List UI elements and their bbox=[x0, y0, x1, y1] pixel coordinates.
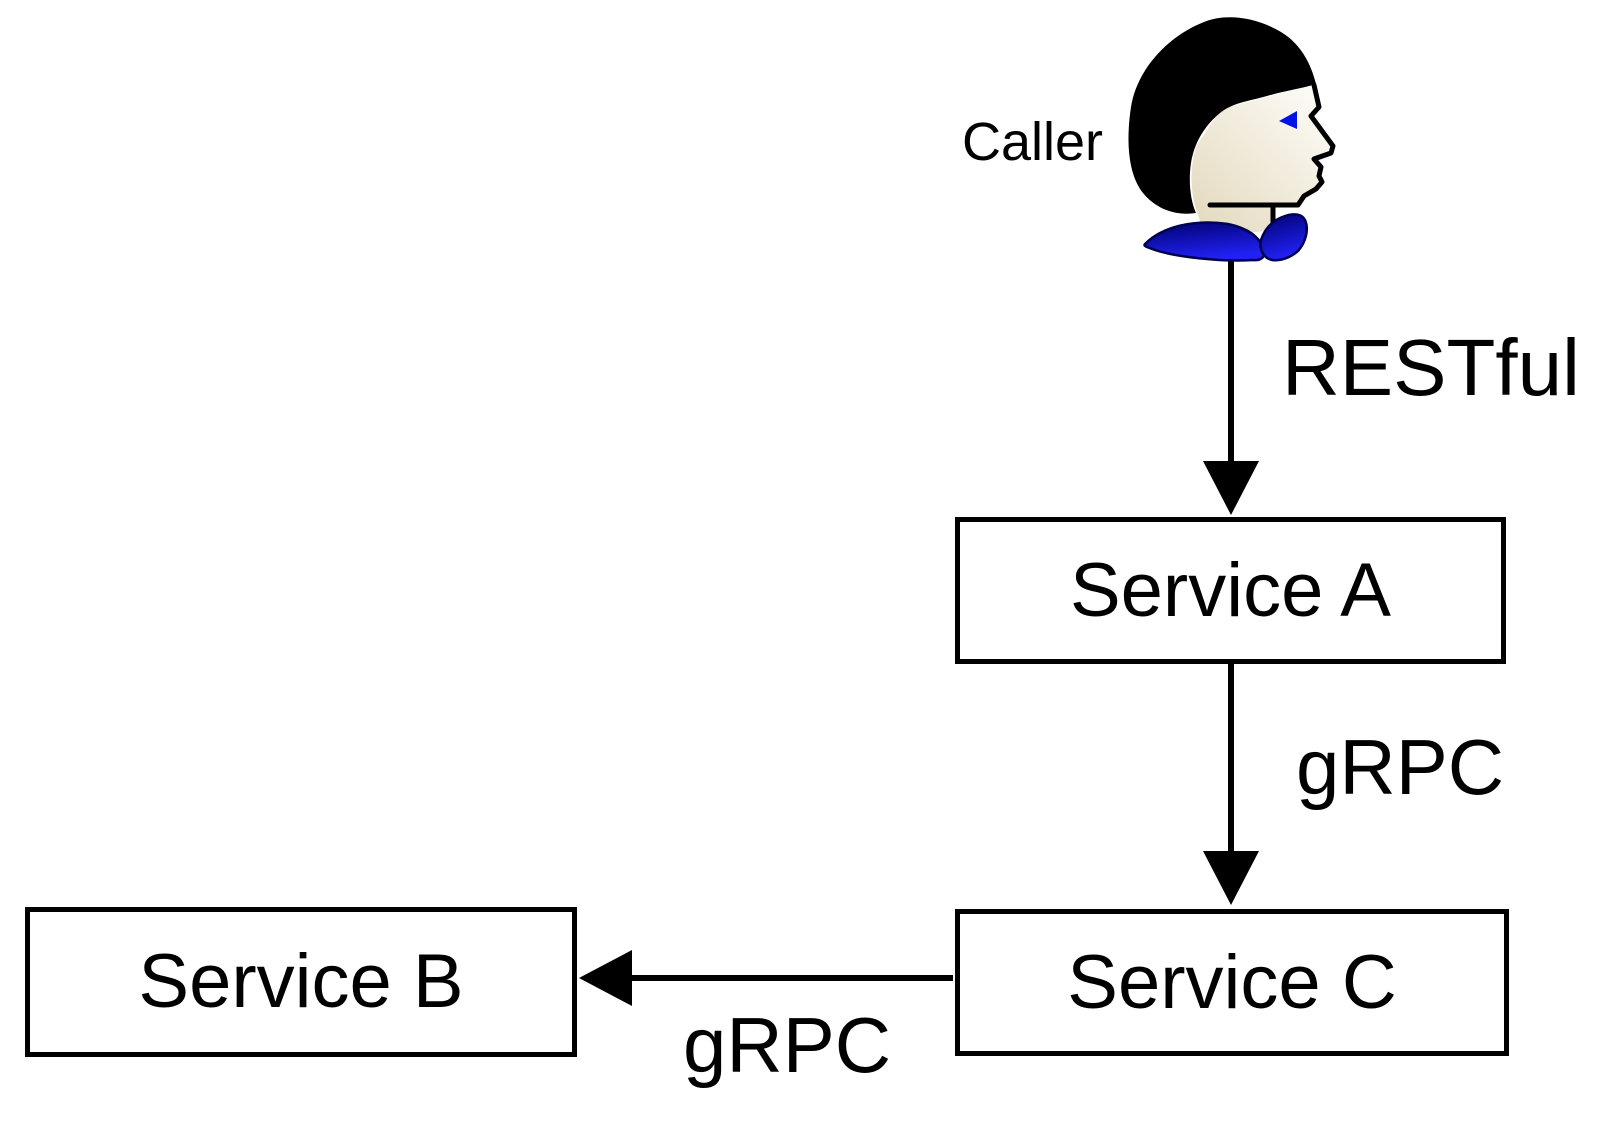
node-service-a-label: Service A bbox=[1069, 547, 1392, 633]
eye-icon bbox=[1279, 111, 1297, 129]
edge-label-grpc-a-to-c: gRPC bbox=[1296, 723, 1505, 811]
caller-head-icon bbox=[1128, 17, 1336, 262]
arrowhead-left-icon bbox=[579, 950, 632, 1006]
arrowhead-down-icon bbox=[1203, 851, 1259, 905]
edge-label-restful: RESTful bbox=[1282, 323, 1580, 412]
edge-service-c-to-service-b bbox=[579, 950, 953, 1006]
node-service-b-label: Service B bbox=[138, 939, 464, 1024]
node-service-a: Service A bbox=[955, 517, 1506, 664]
node-service-c: Service C bbox=[955, 909, 1509, 1056]
node-service-b: Service B bbox=[25, 907, 577, 1057]
face-profile-outline bbox=[1207, 82, 1336, 208]
hair bbox=[1128, 17, 1316, 214]
arrowhead-down-icon bbox=[1203, 461, 1259, 515]
edge-caller-to-service-a bbox=[1203, 250, 1259, 515]
node-service-c-label: Service C bbox=[1067, 939, 1397, 1025]
caller-label: Caller bbox=[962, 112, 1104, 172]
face bbox=[1191, 85, 1333, 234]
collar-left bbox=[1143, 221, 1266, 262]
collar-right bbox=[1259, 213, 1308, 262]
edge-service-a-to-service-c bbox=[1203, 664, 1259, 905]
edge-label-grpc-c-to-b: gRPC bbox=[683, 1001, 892, 1089]
